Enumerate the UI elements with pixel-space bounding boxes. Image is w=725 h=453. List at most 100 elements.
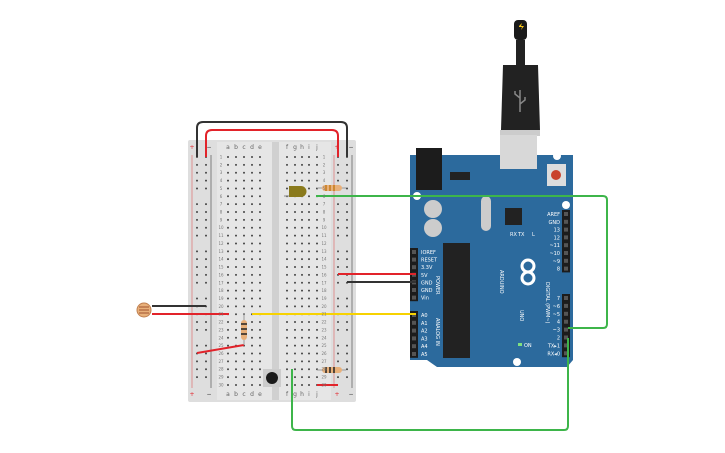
breadboard-hole[interactable] — [308, 242, 310, 245]
breadboard-hole[interactable] — [251, 234, 253, 237]
breadboard-hole[interactable] — [251, 383, 253, 386]
rail-hole[interactable] — [196, 234, 198, 237]
breadboard-hole[interactable] — [294, 352, 296, 355]
header-pin[interactable] — [564, 351, 568, 356]
header-pin[interactable] — [412, 320, 416, 325]
rail-hole[interactable] — [337, 266, 339, 269]
rail-hole[interactable] — [337, 218, 339, 221]
rail-hole[interactable] — [196, 187, 198, 190]
header-pin[interactable] — [564, 258, 568, 263]
header-pin[interactable] — [564, 327, 568, 332]
breadboard-hole[interactable] — [227, 195, 229, 198]
breadboard-hole[interactable] — [308, 234, 310, 237]
breadboard-hole[interactable] — [301, 163, 303, 166]
breadboard-hole[interactable] — [227, 281, 229, 284]
breadboard-hole[interactable] — [286, 273, 288, 276]
breadboard-hole[interactable] — [259, 273, 261, 276]
breadboard-hole[interactable] — [294, 336, 296, 339]
rail-hole[interactable] — [346, 187, 348, 190]
breadboard-hole[interactable] — [227, 368, 229, 371]
rail-hole[interactable] — [196, 321, 198, 324]
breadboard-hole[interactable] — [294, 305, 296, 308]
breadboard-hole[interactable] — [243, 171, 245, 174]
breadboard-hole[interactable] — [235, 336, 237, 339]
breadboard-hole[interactable] — [286, 352, 288, 355]
breadboard-hole[interactable] — [243, 273, 245, 276]
breadboard-hole[interactable] — [243, 297, 245, 300]
breadboard-hole[interactable] — [308, 226, 310, 229]
header-pin[interactable] — [564, 303, 568, 308]
breadboard-hole[interactable] — [301, 218, 303, 221]
breadboard-hole[interactable] — [227, 218, 229, 221]
breadboard-hole[interactable] — [243, 156, 245, 158]
rail-hole[interactable] — [196, 281, 198, 284]
breadboard-hole[interactable] — [251, 171, 253, 174]
rail-hole[interactable] — [196, 376, 198, 379]
breadboard-hole[interactable] — [294, 281, 296, 284]
breadboard-hole[interactable] — [308, 258, 310, 261]
breadboard-hole[interactable] — [235, 211, 237, 214]
breadboard-hole[interactable] — [286, 226, 288, 229]
breadboard-hole[interactable] — [294, 171, 296, 174]
breadboard-hole[interactable] — [251, 321, 253, 324]
breadboard-hole[interactable] — [308, 195, 310, 198]
header-pin[interactable] — [564, 296, 568, 300]
breadboard-hole[interactable] — [227, 336, 229, 339]
breadboard-hole[interactable] — [301, 250, 303, 253]
breadboard-hole[interactable] — [235, 297, 237, 300]
breadboard-hole[interactable] — [227, 163, 229, 166]
rail-hole[interactable] — [337, 211, 339, 214]
breadboard-hole[interactable] — [301, 352, 303, 355]
breadboard-hole[interactable] — [308, 281, 310, 284]
header-pin[interactable] — [564, 335, 568, 340]
rail-hole[interactable] — [346, 250, 348, 253]
rail-hole[interactable] — [346, 360, 348, 363]
rail-hole[interactable] — [205, 297, 207, 300]
breadboard-hole[interactable] — [316, 171, 318, 174]
breadboard-hole[interactable] — [301, 203, 303, 206]
breadboard-hole[interactable] — [259, 218, 261, 221]
breadboard-hole[interactable] — [243, 281, 245, 284]
breadboard-hole[interactable] — [286, 258, 288, 261]
breadboard-hole[interactable] — [308, 273, 310, 276]
breadboard-hole[interactable] — [235, 352, 237, 355]
breadboard-hole[interactable] — [227, 344, 229, 347]
breadboard-hole[interactable] — [243, 376, 245, 379]
breadboard-hole[interactable] — [301, 226, 303, 229]
breadboard-hole[interactable] — [301, 344, 303, 347]
breadboard-hole[interactable] — [235, 289, 237, 292]
rail-hole[interactable] — [205, 187, 207, 190]
rail-hole[interactable] — [196, 258, 198, 261]
breadboard-hole[interactable] — [227, 179, 229, 182]
breadboard-hole[interactable] — [294, 266, 296, 269]
breadboard-hole[interactable] — [308, 156, 310, 158]
breadboard-hole[interactable] — [316, 250, 318, 253]
rail-hole[interactable] — [196, 171, 198, 174]
rail-hole[interactable] — [205, 352, 207, 355]
rail-hole[interactable] — [337, 344, 339, 347]
breadboard-hole[interactable] — [259, 156, 261, 158]
breadboard-hole[interactable] — [316, 242, 318, 245]
breadboard-hole[interactable] — [294, 226, 296, 229]
breadboard-hole[interactable] — [301, 242, 303, 245]
rail-hole[interactable] — [346, 226, 348, 229]
breadboard-hole[interactable] — [308, 171, 310, 174]
breadboard-hole[interactable] — [235, 305, 237, 308]
header-pin[interactable] — [564, 266, 568, 271]
breadboard-hole[interactable] — [251, 179, 253, 182]
breadboard-hole[interactable] — [259, 321, 261, 324]
arduino-uno[interactable]: ARDUINO UNO ON RX TX L IOREFRESET3.3V5VG… — [410, 135, 573, 367]
breadboard-hole[interactable] — [294, 289, 296, 292]
pushbutton[interactable] — [263, 369, 281, 387]
breadboard-hole[interactable] — [316, 336, 318, 339]
rail-hole[interactable] — [337, 328, 339, 331]
breadboard-hole[interactable] — [286, 360, 288, 363]
wire-black-rail[interactable] — [196, 121, 348, 157]
rail-hole[interactable] — [346, 234, 348, 237]
rail-hole[interactable] — [205, 321, 207, 324]
breadboard-hole[interactable] — [301, 156, 303, 158]
rail-hole[interactable] — [346, 258, 348, 261]
breadboard-hole[interactable] — [227, 321, 229, 324]
breadboard-hole[interactable] — [235, 376, 237, 379]
resistor-led[interactable] — [317, 185, 346, 191]
